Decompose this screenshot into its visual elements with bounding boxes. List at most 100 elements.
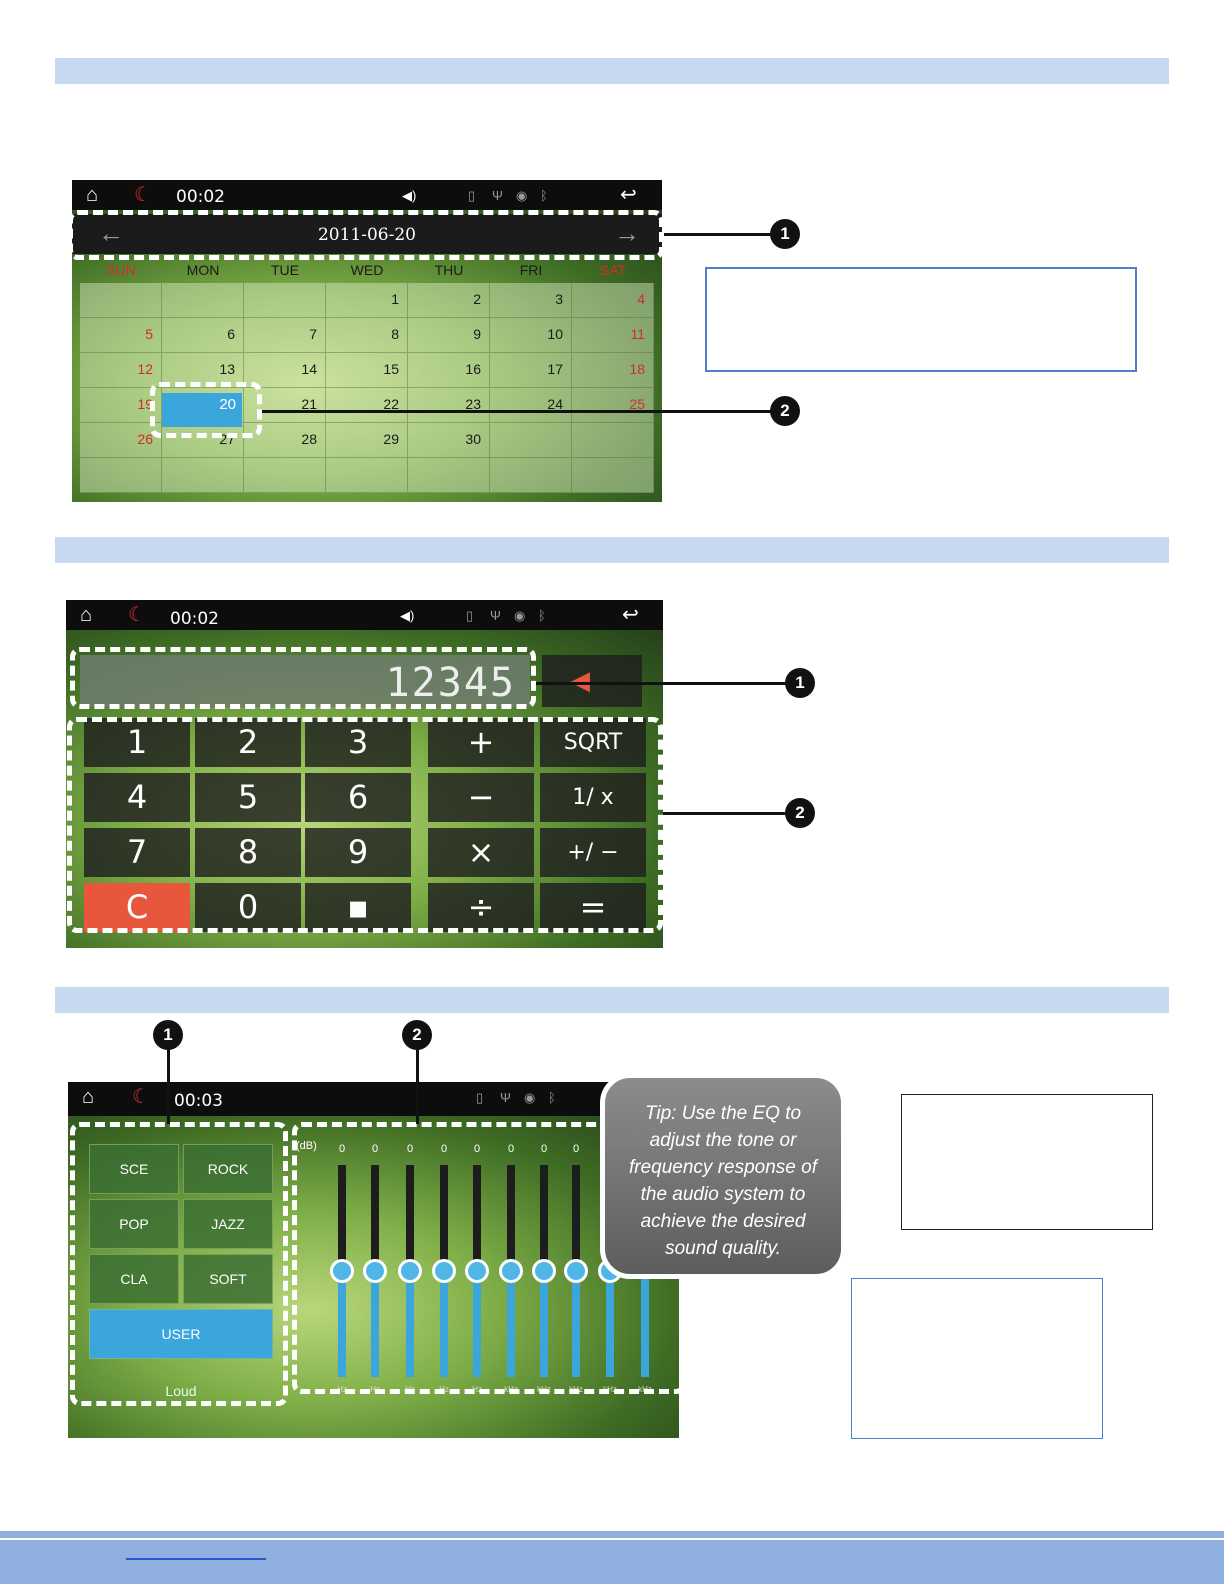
selected-day-highlight[interactable]: 20	[162, 393, 242, 427]
calendar-day-cell[interactable]: 9	[408, 318, 490, 353]
eq-band-value: 0	[540, 1143, 548, 1155]
home-icon[interactable]: ⌂	[80, 604, 93, 626]
calc-key[interactable]: 2	[195, 718, 301, 767]
calc-key[interactable]: C	[84, 883, 190, 932]
next-month-arrow-icon[interactable]: →	[614, 218, 640, 248]
eq-slider-knob[interactable]	[564, 1259, 588, 1283]
status-bar: ⌂ ☾ 00:02 ◀) ▯ Ψ ◉ ᛒ ↩	[72, 180, 662, 210]
calendar-day-cell[interactable]: 8	[326, 318, 408, 353]
eq-slider-knob[interactable]	[363, 1259, 387, 1283]
back-arrow-icon[interactable]: ↩	[622, 604, 639, 626]
eq-slider-knob[interactable]	[465, 1259, 489, 1283]
footer-link-underline[interactable]	[126, 1558, 266, 1560]
calendar-day-cell[interactable]: 1	[326, 283, 408, 318]
calc-key[interactable]: +/ −	[540, 828, 646, 877]
calendar-day-cell	[572, 423, 654, 458]
eq-slider-fill	[338, 1272, 346, 1377]
calendar-day-cell	[244, 283, 326, 318]
eq-slider-knob[interactable]	[499, 1259, 523, 1283]
preset-jazz-button[interactable]: JAZZ	[183, 1199, 273, 1249]
calendar-day-cell[interactable]: 30	[408, 423, 490, 458]
backspace-button[interactable]: ◀	[542, 655, 642, 707]
calendar-day-cell[interactable]: 19	[80, 388, 162, 423]
calendar-day-cell[interactable]: 14	[244, 353, 326, 388]
callout-leader-1	[536, 682, 786, 685]
calendar-day-cell	[80, 458, 162, 493]
calendar-day-cell[interactable]: 10	[490, 318, 572, 353]
calendar-day-cell	[244, 458, 326, 493]
preset-rock-button[interactable]: ROCK	[183, 1144, 273, 1194]
loud-toggle[interactable]: Loud	[165, 1383, 197, 1399]
eq-slider-fill	[440, 1272, 448, 1377]
calendar-day-cell[interactable]: 12	[80, 353, 162, 388]
calendar-day-cell[interactable]: 5	[80, 318, 162, 353]
calendar-day-cell[interactable]: 7	[244, 318, 326, 353]
calc-key[interactable]: 4	[84, 773, 190, 822]
calendar-day-cell[interactable]: 11	[572, 318, 654, 353]
calc-key[interactable]: =	[540, 883, 646, 932]
sd-card-icon: ▯	[468, 188, 476, 203]
eq-slider-knob[interactable]	[398, 1259, 422, 1283]
preset-cla-button[interactable]: CLA	[89, 1254, 179, 1304]
prev-month-arrow-icon[interactable]: ←	[98, 218, 124, 248]
calendar-day-cell[interactable]: 27	[162, 423, 244, 458]
weekday-header: THU	[434, 262, 464, 278]
calendar-day-cell[interactable]: 29	[326, 423, 408, 458]
eq-slider-knob[interactable]	[432, 1259, 456, 1283]
calendar-day-cell[interactable]: 18	[572, 353, 654, 388]
calendar-day-cell[interactable]: 22	[326, 388, 408, 423]
eq-slider-knob[interactable]	[532, 1259, 556, 1283]
calc-key[interactable]: 0	[195, 883, 301, 932]
callout-1: 1	[153, 1020, 183, 1050]
calc-key[interactable]: 5	[195, 773, 301, 822]
calc-key[interactable]: 3	[305, 718, 411, 767]
eq-band-value: 0	[507, 1143, 515, 1155]
callout-1: 1	[785, 668, 815, 698]
calc-key[interactable]: ÷	[428, 883, 534, 932]
sd-card-icon: ▯	[476, 1090, 484, 1105]
preset-sce-button[interactable]: SCE	[89, 1144, 179, 1194]
calc-key[interactable]: SQRT	[540, 718, 646, 767]
preset-panel-outline	[70, 1122, 288, 1406]
calendar-day-cell[interactable]: 17	[490, 353, 572, 388]
calc-key[interactable]: 1/ x	[540, 773, 646, 822]
calc-key[interactable]: ▪	[305, 883, 411, 932]
calc-key[interactable]: +	[428, 718, 534, 767]
calendar-day-cell[interactable]: 2	[408, 283, 490, 318]
calc-key[interactable]: 7	[84, 828, 190, 877]
calc-key[interactable]: −	[428, 773, 534, 822]
disc-icon: ◉	[516, 188, 528, 203]
callout-2: 2	[402, 1020, 432, 1050]
back-arrow-icon[interactable]: ↩	[620, 184, 637, 206]
callout-leader-2	[262, 410, 772, 413]
calendar-day-cell[interactable]: 23	[408, 388, 490, 423]
calc-key[interactable]: 6	[305, 773, 411, 822]
date-nav-bar: ← 2011-06-20 →	[72, 214, 662, 254]
calendar-day-cell[interactable]: 24	[490, 388, 572, 423]
callout-2: 2	[785, 798, 815, 828]
calc-key[interactable]: 1	[84, 718, 190, 767]
calendar-day-cell[interactable]: 6	[162, 318, 244, 353]
section-header-band-2	[55, 537, 1169, 563]
home-icon[interactable]: ⌂	[82, 1086, 95, 1108]
eq-slider-knob[interactable]	[330, 1259, 354, 1283]
calc-key[interactable]: ×	[428, 828, 534, 877]
calendar-day-cell[interactable]: 3	[490, 283, 572, 318]
preset-user-button[interactable]: USER	[89, 1309, 273, 1359]
calendar-day-cell[interactable]: 25	[572, 388, 654, 423]
calc-key[interactable]: 8	[195, 828, 301, 877]
clock: 00:02	[170, 609, 219, 629]
preset-pop-button[interactable]: POP	[89, 1199, 179, 1249]
calc-key[interactable]: 9	[305, 828, 411, 877]
speaker-icon: ◀)	[402, 188, 417, 203]
home-icon[interactable]: ⌂	[86, 184, 99, 206]
footer-band	[0, 1531, 1224, 1584]
calendar-day-cell[interactable]: 15	[326, 353, 408, 388]
calendar-day-cell[interactable]: 16	[408, 353, 490, 388]
calendar-day-cell[interactable]: 26	[80, 423, 162, 458]
calendar-day-cell[interactable]: 4	[572, 283, 654, 318]
eq-band-value: 0	[406, 1143, 414, 1155]
preset-soft-button[interactable]: SOFT	[183, 1254, 273, 1304]
weekday-header: MON	[186, 262, 220, 278]
